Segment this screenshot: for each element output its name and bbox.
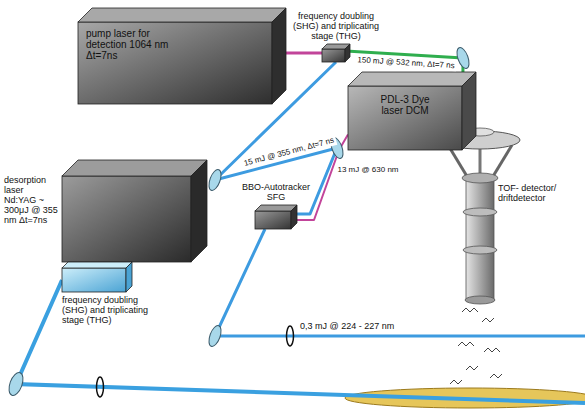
flange: [463, 208, 497, 216]
flange: [463, 246, 497, 254]
harmonic-stage: frequency doubling (SHG) and triplicatin…: [322, 44, 350, 62]
node-text: pump laser for detection 1064 nm Δt=7ns: [86, 28, 172, 61]
text-block: pump laser for detection 1064 nm Δt=7ns: [86, 28, 172, 61]
node-text: PDL-3 Dye laser DCM: [370, 94, 440, 116]
box-top: [255, 205, 297, 211]
molecule: [462, 308, 478, 312]
molecule: [490, 374, 502, 378]
node-text: BBO-Autotracker SFG: [240, 183, 312, 203]
box-top: [78, 8, 286, 22]
box-side: [191, 160, 207, 262]
detector-base: [462, 173, 498, 183]
molecule: [482, 318, 494, 322]
node-text: frequency doubling (SHG) and triplicatin…: [290, 12, 382, 42]
box-front: [62, 176, 191, 262]
label-text: TOF- detector/ driftdetector: [498, 184, 570, 204]
laser-beam: [286, 52, 322, 55]
mirror: [455, 46, 472, 70]
box-shape: [62, 160, 207, 262]
tof-detector: [440, 128, 520, 304]
beam-label: 15 mJ @ 355 nm, Δt=7 ns: [241, 135, 337, 169]
beam-label-text: 13 mJ @ 630 nm: [337, 165, 398, 175]
mirror: [207, 324, 224, 348]
text-block: desorption laser Nd:YAG ~ 300μJ @ 355 nm…: [4, 176, 58, 225]
laser-beam: [350, 51, 463, 72]
desorption-beam: [16, 280, 585, 403]
dye-laser: PDL-3 Dye laser DCM: [348, 72, 476, 150]
bbo-autotracker: BBO-Autotracker SFG: [255, 205, 297, 229]
beam-label: 13 mJ @ 630 nm: [335, 165, 400, 175]
beam-label: 150 mJ @ 532 nm, Δt=7 ns: [355, 55, 457, 71]
lens: [97, 377, 104, 397]
label-text: 0,3 mJ @ 224 - 227 nm: [300, 322, 410, 332]
lens: [287, 326, 294, 346]
text-block: BBO-Autotracker SFG: [240, 183, 312, 203]
molecule: [450, 380, 462, 384]
molecule: [484, 348, 500, 352]
box-shape: [62, 262, 132, 292]
box-side: [126, 262, 132, 292]
box-shape: [255, 205, 297, 229]
box-top: [62, 160, 207, 176]
desorption-laser: desorption laser Nd:YAG ~ 300μJ @ 355 nm…: [62, 160, 207, 262]
box-front: [322, 49, 345, 62]
beam-label: 0,3 mJ @ 224 - 227 nm: [300, 322, 410, 332]
node-text: frequency doubling (SHG) and triplicatin…: [62, 296, 158, 326]
molecule: [466, 366, 478, 370]
beam-label-text: 150 mJ @ 532 nm, Δt=7 ns: [357, 55, 455, 70]
detector-leg: [492, 145, 512, 178]
mirror: [207, 168, 224, 192]
text-block: PDL-3 Dye laser DCM: [370, 94, 440, 116]
pump-laser: pump laser for detection 1064 nm Δt=7ns: [78, 8, 286, 104]
box-shape: [322, 44, 350, 62]
box-front: [78, 22, 272, 104]
box-front: [62, 268, 126, 292]
molecule: [458, 342, 474, 346]
box-side: [272, 8, 286, 104]
molecules: [450, 308, 502, 384]
detector-label: TOF- detector/ driftdetector: [498, 184, 570, 204]
box-top: [348, 72, 476, 86]
text-block: frequency doubling (SHG) and triplicatin…: [62, 296, 158, 326]
beam-label-text: 15 mJ @ 355 nm, Δt=7 ns: [242, 136, 334, 169]
mirror: [6, 371, 25, 398]
harmonic-stage: frequency doubling (SHG) and triplicatin…: [62, 262, 132, 292]
tube-end: [465, 296, 495, 304]
node-text: desorption laser Nd:YAG ~ 300μJ @ 355 nm…: [4, 176, 58, 225]
box-side: [345, 44, 350, 62]
box-front: [348, 86, 462, 150]
drift-tube: [466, 178, 494, 300]
box-front: [255, 211, 291, 229]
box-top: [62, 262, 132, 268]
box-side: [462, 72, 476, 150]
text-block: frequency doubling (SHG) and triplicatin…: [290, 12, 382, 42]
uv-beam: [215, 229, 585, 336]
box-side: [291, 205, 297, 229]
